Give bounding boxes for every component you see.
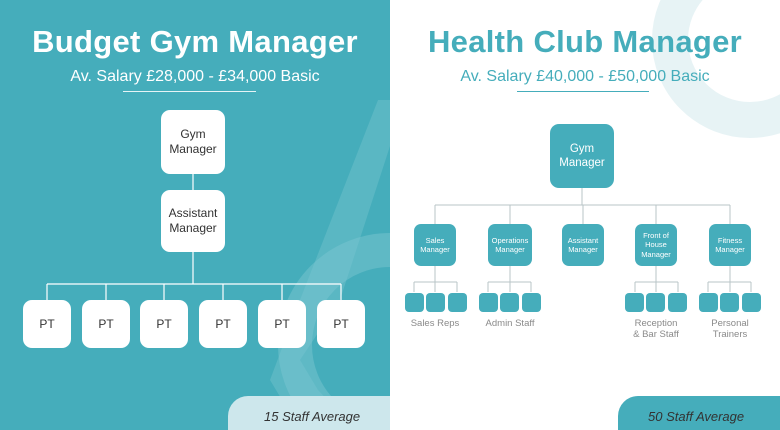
staff-node (625, 293, 644, 312)
pt-node: PT (258, 300, 306, 348)
fitness-manager-node: Fitness Manager (709, 224, 751, 266)
budget-gym-panel: Budget Gym Manager Av. Salary £28,000 - … (0, 0, 390, 430)
operations-manager-node: Operations Manager (488, 224, 532, 266)
staff-node (646, 293, 665, 312)
staff-node (479, 293, 498, 312)
decorative-shape (652, 0, 780, 138)
staff-average-badge: 15 Staff Average (228, 396, 390, 430)
panel-title: Health Club Manager (427, 24, 743, 59)
pt-node: PT (199, 300, 247, 348)
staff-node (720, 293, 739, 312)
pt-node: PT (82, 300, 130, 348)
group-label-admin-staff: Admin Staff (485, 318, 535, 329)
panel-title: Budget Gym Manager (32, 24, 358, 59)
org-connector-lines (413, 188, 752, 292)
assistant-manager-node: Assistant Manager (562, 224, 604, 266)
staff-average-badge: 50 Staff Average (618, 396, 780, 430)
sales-manager-node: Sales Manager (414, 224, 456, 266)
org-connector-lines (46, 174, 342, 300)
pt-node: PT (317, 300, 365, 348)
group-label-sales-reps: Sales Reps (410, 318, 460, 329)
salary-range: Av. Salary £28,000 - £34,000 Basic (70, 68, 320, 85)
assistant-manager-node: Assistant Manager (161, 190, 225, 252)
salary-underline (123, 91, 256, 92)
gym-manager-node: Gym Manager (161, 110, 225, 174)
front-of-house-manager-node: Front of House Manager (635, 224, 677, 266)
salary-range: Av. Salary £40,000 - £50,000 Basic (460, 68, 710, 85)
staff-node (500, 293, 519, 312)
staff-node (668, 293, 687, 312)
staff-node (742, 293, 761, 312)
staff-node (426, 293, 445, 312)
staff-node (699, 293, 718, 312)
pt-node: PT (140, 300, 188, 348)
salary-underline (517, 91, 649, 92)
pt-node: PT (23, 300, 71, 348)
staff-node (448, 293, 467, 312)
staff-node (405, 293, 424, 312)
group-label-personal-trainers: Personal Trainers (711, 318, 749, 340)
gym-manager-node: Gym Manager (550, 124, 614, 188)
group-label-reception-bar: Reception & Bar Staff (633, 318, 679, 340)
health-club-panel: Health Club Manager Av. Salary £40,000 -… (390, 0, 780, 430)
staff-node (522, 293, 541, 312)
